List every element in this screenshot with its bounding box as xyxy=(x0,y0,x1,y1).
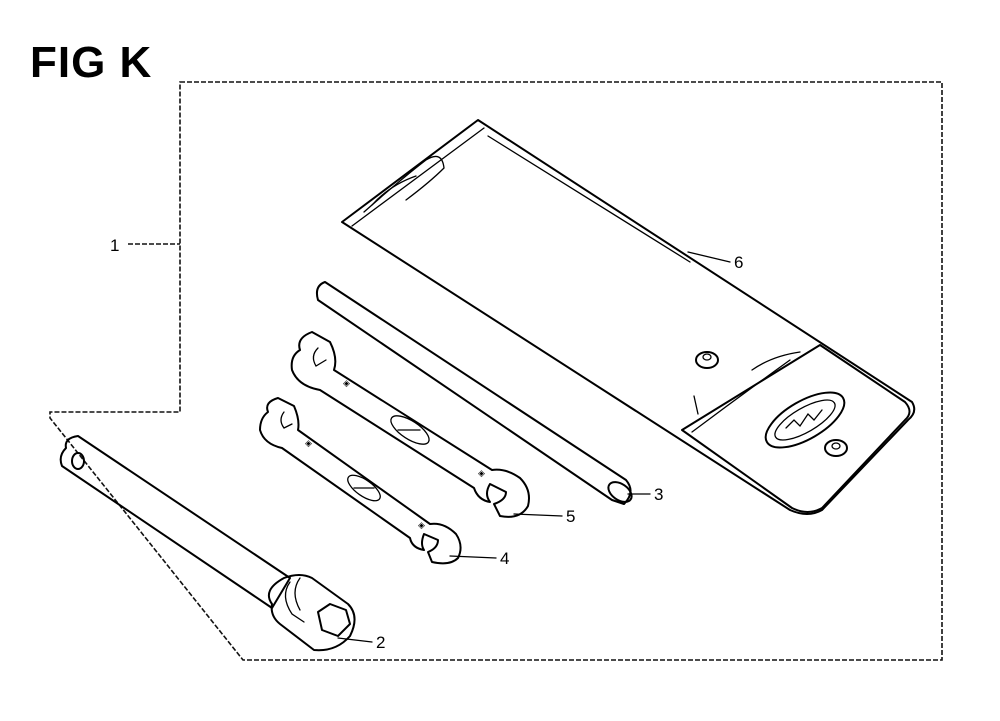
wrench-large[interactable]: ◈ ◈ xyxy=(290,331,530,518)
wrench-large-mark-b: ◈ xyxy=(478,468,485,478)
plug-wrench[interactable] xyxy=(59,435,356,652)
wrench-small[interactable]: ◈ ◈ xyxy=(259,397,462,565)
callout-6: 6 xyxy=(734,253,743,272)
callout-2: 2 xyxy=(376,633,385,652)
callout-3: 3 xyxy=(654,485,663,504)
wrench-large-mark-a: ◈ xyxy=(343,378,350,388)
assembly-outline xyxy=(49,81,943,661)
callout-4: 4 xyxy=(500,549,509,568)
figure-title: FIG K xyxy=(30,38,153,87)
extension-bar[interactable] xyxy=(315,281,635,506)
callout-5: 5 xyxy=(566,507,575,526)
wrench-small-mark-a: ◈ xyxy=(305,438,312,448)
tool-bag[interactable] xyxy=(341,119,916,515)
wrench-small-mark-b: ◈ xyxy=(418,520,425,530)
callout-1: 1 xyxy=(110,236,119,255)
leader-lines xyxy=(128,243,731,643)
